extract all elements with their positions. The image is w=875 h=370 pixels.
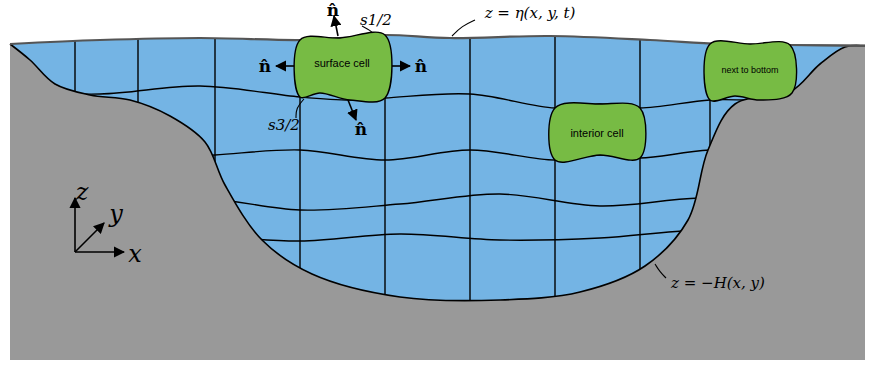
grid-layer-line <box>0 229 875 241</box>
grid-column-line <box>137 0 138 370</box>
normal-vector-label: n̂ <box>259 58 271 75</box>
grid-column-line <box>554 0 555 370</box>
cell-fill <box>549 103 646 162</box>
grid-column-line <box>639 0 640 370</box>
axis-arrow <box>75 251 124 253</box>
cell-label: next to bottom <box>721 65 778 75</box>
cell-label: surface cell <box>314 57 370 69</box>
normal-arrow <box>348 100 356 120</box>
grid-column-line <box>469 0 470 370</box>
annotations <box>75 16 666 278</box>
grid-cell: interior cell <box>555 104 640 160</box>
axis-arrow <box>75 223 104 252</box>
grid-column-line <box>214 0 215 370</box>
grid-layer-line <box>0 148 875 160</box>
normal-vector-label: n̂ <box>327 2 339 19</box>
grid-column-line <box>74 0 75 370</box>
axis-label: z <box>76 180 89 204</box>
math-label: s1/2 <box>360 13 392 28</box>
grid-layer-line <box>0 194 875 210</box>
leader-line <box>296 99 304 118</box>
grid-cell: surface cell <box>300 35 385 100</box>
math-label: z = −H(x, y) <box>671 276 765 291</box>
math-label: s3/2 <box>268 118 300 133</box>
axis-label: y <box>109 202 123 226</box>
axis-arrow <box>74 198 76 252</box>
cell-fill <box>294 32 392 102</box>
normal-vector-label: n̂ <box>355 121 367 138</box>
cell-fill <box>704 41 797 101</box>
normal-vector-label: n̂ <box>415 58 427 75</box>
math-label: z = η(x, y, t) <box>485 6 576 21</box>
leader-line <box>655 264 666 278</box>
axis-label: x <box>128 242 142 266</box>
leader-line <box>452 20 475 36</box>
grid-cell: next to bottom <box>710 44 792 100</box>
cell-label: interior cell <box>570 127 623 139</box>
normal-arrow <box>334 16 338 36</box>
